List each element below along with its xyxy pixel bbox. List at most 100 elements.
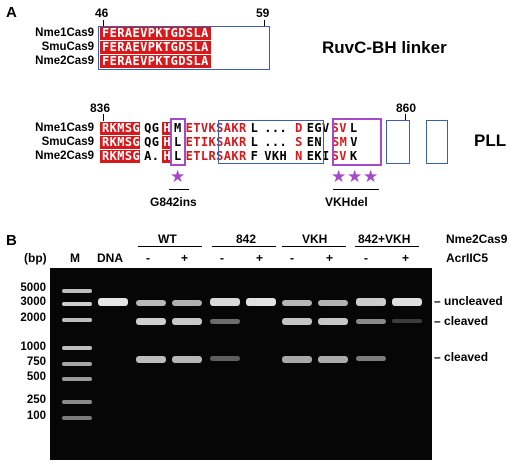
seq-red-block: RKMSG — [100, 134, 141, 149]
cleaved-band — [210, 356, 240, 361]
seq-red-block: H — [162, 120, 172, 135]
marker-size-label: 750 — [26, 356, 46, 368]
bp-label: (bp) — [24, 251, 47, 265]
pll-end-tick — [405, 114, 406, 121]
ruvc-start-tick — [103, 20, 104, 26]
seq-residue: K — [349, 148, 358, 163]
seq-residue: F — [250, 148, 259, 163]
seq-similar-residues: S — [295, 134, 303, 149]
seq-residue: Q — [144, 134, 152, 149]
group-label-842: 842 — [236, 232, 257, 246]
pll-title: PLL — [474, 131, 507, 150]
sign-plus: + — [326, 251, 334, 265]
seq-residue: L — [250, 120, 259, 135]
ruvc-title: RuvC-BH linker — [322, 38, 447, 57]
group-label-wt: WT — [158, 232, 177, 246]
uncleaved-band — [98, 298, 128, 306]
cleaved-label: – cleaved — [434, 350, 489, 364]
marker-size-label: 500 — [26, 371, 46, 383]
ruvc-start-number: 46 — [95, 6, 109, 20]
panel-b-label: B — [6, 232, 17, 249]
cleaved-band — [282, 356, 312, 363]
seq-gap: ... — [264, 120, 288, 135]
uncleaved-band — [136, 300, 166, 306]
group-underline — [282, 246, 346, 247]
seq-similar-residues: ETLRSAKR — [185, 148, 247, 163]
sign-minus: - — [290, 251, 294, 265]
seq-residue: L — [174, 148, 182, 163]
protein-label: Nme2Cas9 — [446, 232, 508, 246]
cleaved-band — [136, 356, 166, 363]
sign-minus: - — [220, 251, 224, 265]
g842ins-label: G842ins — [150, 195, 197, 209]
uncleaved-band — [246, 298, 276, 306]
dna-lane-label: DNA — [97, 251, 123, 265]
ruvc-end-tick — [264, 20, 265, 26]
seq-residue: L — [349, 120, 358, 135]
gel-image — [50, 268, 432, 460]
seq-name: SmuCas9 — [41, 136, 94, 148]
marker-size-label: 3000 — [20, 296, 46, 308]
seq-residue: V — [350, 134, 358, 149]
cleaved-band — [172, 318, 202, 325]
seq-red-block: RKMSG — [100, 148, 141, 163]
ruvc-block-outline — [98, 26, 270, 70]
cleaved-band — [318, 318, 348, 325]
seq-name: Nme2Cas9 — [35, 150, 94, 162]
sign-minus: - — [146, 251, 150, 265]
seq-name: Nme1Cas9 — [35, 27, 94, 39]
seq-similar-residues: SV — [331, 120, 347, 135]
star-icon: ★ — [331, 167, 347, 186]
seq-residue: Q — [144, 120, 152, 135]
seq-red-block: RKMSG — [100, 120, 141, 135]
cleaved-band — [392, 319, 422, 323]
seq-red-block: H — [162, 134, 172, 149]
uncleaved-band — [210, 298, 240, 306]
seq-similar-residues: ETVKSAKR — [185, 120, 247, 135]
g842-underline — [169, 189, 189, 190]
seq-residue: . — [151, 148, 160, 163]
seq-residue: M — [174, 120, 182, 135]
cleaved-band — [356, 356, 386, 361]
uncleaved-label: – uncleaved — [434, 294, 503, 308]
pll-start-number: 836 — [90, 101, 111, 115]
inhibitor-label: AcrIIC5 — [446, 251, 489, 265]
ladder-band — [62, 302, 92, 306]
uncleaved-band — [392, 298, 422, 306]
sign-minus: - — [364, 251, 368, 265]
marker-size-label: 2000 — [20, 312, 46, 324]
marker-size-label: 250 — [26, 394, 46, 406]
marker-size-label: 1000 — [20, 341, 46, 353]
seq-red-block: H — [162, 148, 172, 163]
vkh-highlight-box — [332, 118, 382, 166]
seq-residue: L — [174, 134, 182, 149]
star-icon: ★ — [363, 167, 379, 186]
group-label-842-vkh: 842+VKH — [358, 232, 411, 246]
marker-lane-label: M — [70, 251, 80, 265]
ladder-band — [62, 318, 92, 322]
similar-block-outline-2 — [386, 120, 410, 164]
seq-residue: EN — [306, 134, 322, 149]
group-underline — [212, 246, 276, 247]
seq-residue: G — [151, 134, 160, 149]
vkhdel-label: VKHdel — [325, 195, 368, 209]
seq-similar-residues: D — [295, 120, 303, 135]
uncleaved-band — [318, 300, 348, 306]
seq-similar-residues: ETIKSAKR — [185, 134, 247, 149]
seq-residue: G — [151, 120, 160, 135]
ladder-band — [62, 400, 92, 404]
ruvc-end-number: 59 — [256, 6, 270, 20]
seq-name: SmuCas9 — [41, 41, 94, 53]
ladder-band — [62, 377, 92, 381]
star-icon: ★ — [347, 167, 363, 186]
group-underline — [355, 246, 419, 247]
seq-residue: A — [144, 148, 152, 163]
seq-name: Nme1Cas9 — [35, 122, 94, 134]
panel-a-label: A — [6, 4, 17, 21]
pll-alignment: Nme1Cas9 RKMSG Q G H M ETVKSAKR L ... D … — [4, 121, 358, 163]
star-icon: ★ — [170, 167, 186, 186]
similar-block-outline-3 — [426, 120, 448, 164]
seq-similar-residues: SV — [331, 148, 347, 163]
seq-residue: VKH — [264, 148, 288, 163]
cleaved-band — [136, 318, 166, 325]
